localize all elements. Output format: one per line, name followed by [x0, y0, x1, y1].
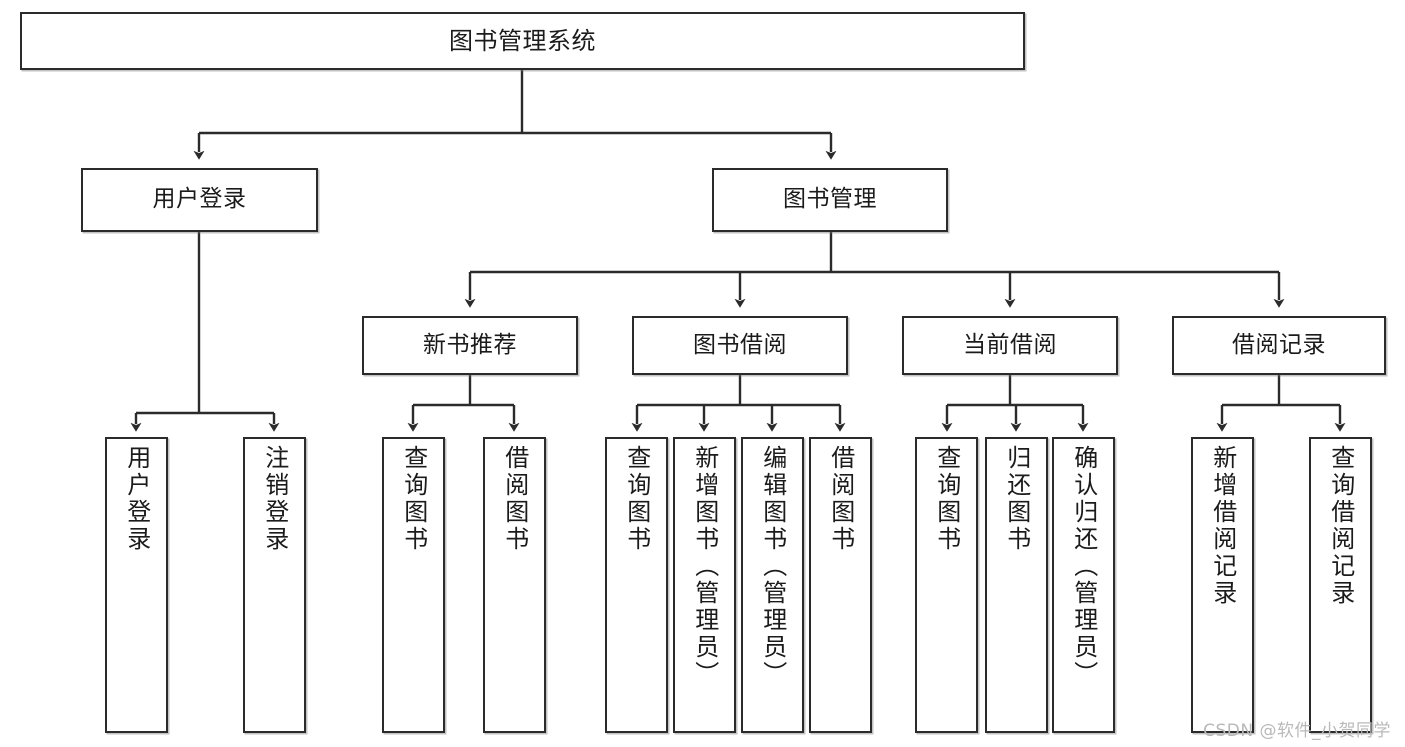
node-leaf-borrow-book-1[interactable]: 借阅图书 — [483, 437, 546, 733]
node-current-borrow-label: 当前借阅 — [963, 331, 1057, 358]
node-book-borrow-label: 图书借阅 — [693, 331, 787, 358]
node-root[interactable]: 图书管理系统 — [20, 12, 1025, 70]
node-book-borrow[interactable]: 图书借阅 — [632, 316, 848, 375]
node-new-book-recommend[interactable]: 新书推荐 — [362, 316, 578, 375]
node-leaf-borrow-book-2-label: 借阅图书 — [826, 445, 855, 553]
node-leaf-return-book[interactable]: 归还图书 — [985, 437, 1048, 733]
node-borrow-record[interactable]: 借阅记录 — [1172, 316, 1386, 375]
node-current-borrow[interactable]: 当前借阅 — [902, 316, 1118, 375]
node-leaf-return-book-label: 归还图书 — [1002, 445, 1031, 553]
node-leaf-query-record-label: 查询借阅记录 — [1326, 445, 1355, 607]
node-leaf-confirm-return[interactable]: 确认归还（管理员） — [1052, 437, 1115, 733]
node-leaf-logout-login[interactable]: 注销登录 — [243, 437, 306, 733]
node-leaf-add-record[interactable]: 新增借阅记录 — [1191, 437, 1254, 733]
node-leaf-add-book-label: 新增图书（管理员） — [690, 445, 719, 688]
node-leaf-add-record-label: 新增借阅记录 — [1208, 445, 1237, 607]
node-book-manage-label: 图书管理 — [783, 186, 877, 213]
node-new-book-recommend-label: 新书推荐 — [423, 331, 517, 358]
node-leaf-query-book-1-label: 查询图书 — [399, 445, 428, 553]
node-leaf-confirm-return-label: 确认归还（管理员） — [1069, 445, 1098, 688]
node-leaf-query-record[interactable]: 查询借阅记录 — [1309, 437, 1372, 733]
node-root-label: 图书管理系统 — [449, 26, 596, 55]
node-user-login[interactable]: 用户登录 — [81, 168, 318, 232]
node-leaf-query-book-3[interactable]: 查询图书 — [915, 437, 978, 733]
node-leaf-query-book-3-label: 查询图书 — [932, 445, 961, 553]
node-leaf-logout-login-label: 注销登录 — [260, 445, 289, 553]
node-leaf-query-book-2[interactable]: 查询图书 — [605, 437, 668, 733]
node-book-manage[interactable]: 图书管理 — [712, 168, 948, 232]
node-leaf-query-book-2-label: 查询图书 — [622, 445, 651, 553]
node-leaf-edit-book[interactable]: 编辑图书（管理员） — [741, 437, 804, 733]
node-leaf-user-login-label: 用户登录 — [122, 445, 151, 553]
node-leaf-borrow-book-1-label: 借阅图书 — [500, 445, 529, 553]
node-borrow-record-label: 借阅记录 — [1232, 331, 1326, 358]
node-leaf-add-book[interactable]: 新增图书（管理员） — [673, 437, 736, 733]
node-leaf-edit-book-label: 编辑图书（管理员） — [758, 445, 787, 688]
node-user-login-label: 用户登录 — [152, 186, 247, 213]
node-leaf-user-login[interactable]: 用户登录 — [105, 437, 168, 733]
node-leaf-query-book-1[interactable]: 查询图书 — [382, 437, 445, 733]
node-leaf-borrow-book-2[interactable]: 借阅图书 — [809, 437, 872, 733]
csdn-watermark: CSDN @软件_小贺同学 — [1203, 721, 1391, 741]
